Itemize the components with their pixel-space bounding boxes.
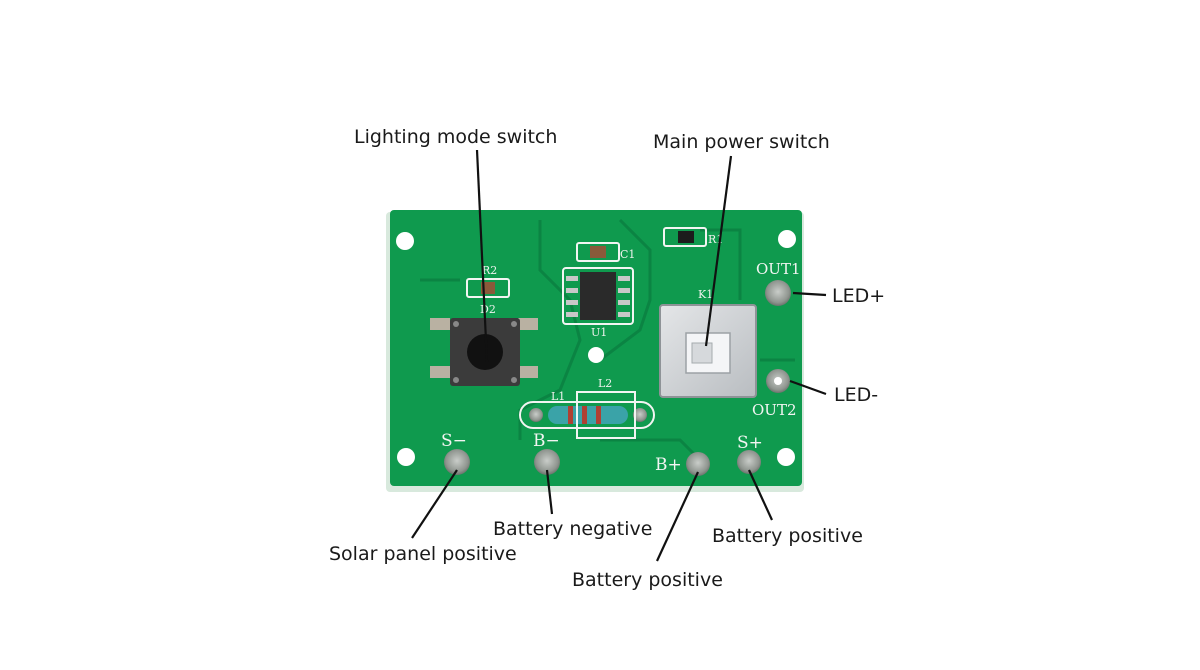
leader-battery-positive-1: [656, 471, 699, 562]
silk-l2: L2: [598, 377, 612, 390]
label-lighting-mode-switch: Lighting mode switch: [354, 126, 557, 148]
label-solar-panel-positive: Solar panel positive: [329, 543, 517, 565]
label-led-minus: LED-: [834, 384, 878, 406]
main-power-switch: [659, 304, 757, 398]
label-led-plus: LED+: [832, 285, 885, 307]
inductor-l1: [519, 401, 655, 429]
mounting-hole: [778, 230, 796, 248]
label-battery-positive-2: Battery positive: [712, 525, 863, 547]
mounting-hole: [777, 448, 795, 466]
silk-u1: U1: [591, 326, 607, 339]
leader-lighting-mode: [475, 149, 489, 363]
mounting-hole: [588, 347, 604, 363]
silk-out1: OUT1: [756, 260, 801, 278]
silk-r2: R2: [482, 264, 497, 277]
inductor-l2: [576, 391, 636, 439]
mounting-hole: [397, 448, 415, 466]
leader-solar-positive: [411, 469, 458, 539]
silk-l1: L1: [551, 390, 565, 403]
silk-out2: OUT2: [752, 401, 797, 419]
mounting-hole: [396, 232, 414, 250]
leader-led-minus: [789, 379, 827, 396]
pad-b-plus: [686, 452, 710, 476]
label-main-power-switch: Main power switch: [653, 131, 830, 153]
pad-out1: [765, 280, 791, 306]
silk-b-plus: B+: [655, 455, 682, 475]
leader-main-power: [704, 155, 733, 347]
silk-b-minus: B−: [533, 431, 560, 451]
silk-s-plus: S+: [737, 433, 763, 453]
pad-b-minus: [534, 449, 560, 475]
capacitor-c1: [576, 242, 620, 262]
resistor-r2: [466, 278, 510, 298]
leader-battery-negative: [545, 469, 554, 515]
leader-lines: [411, 149, 827, 562]
silk-k1: K1: [698, 288, 713, 301]
silk-s-minus: S−: [441, 431, 467, 451]
leader-battery-positive-2: [748, 469, 773, 521]
resistor-r1: [663, 227, 707, 247]
pad-s-minus: [444, 449, 470, 475]
leader-led-plus: [792, 291, 827, 297]
pad-s-plus: [737, 450, 761, 474]
lighting-mode-switch: [430, 318, 538, 386]
label-battery-positive-1: Battery positive: [572, 569, 723, 591]
silk-d2: D2: [480, 303, 496, 316]
ic-u1: [562, 267, 634, 325]
silk-c1: C1: [620, 248, 635, 261]
label-battery-negative: Battery negative: [493, 518, 652, 540]
